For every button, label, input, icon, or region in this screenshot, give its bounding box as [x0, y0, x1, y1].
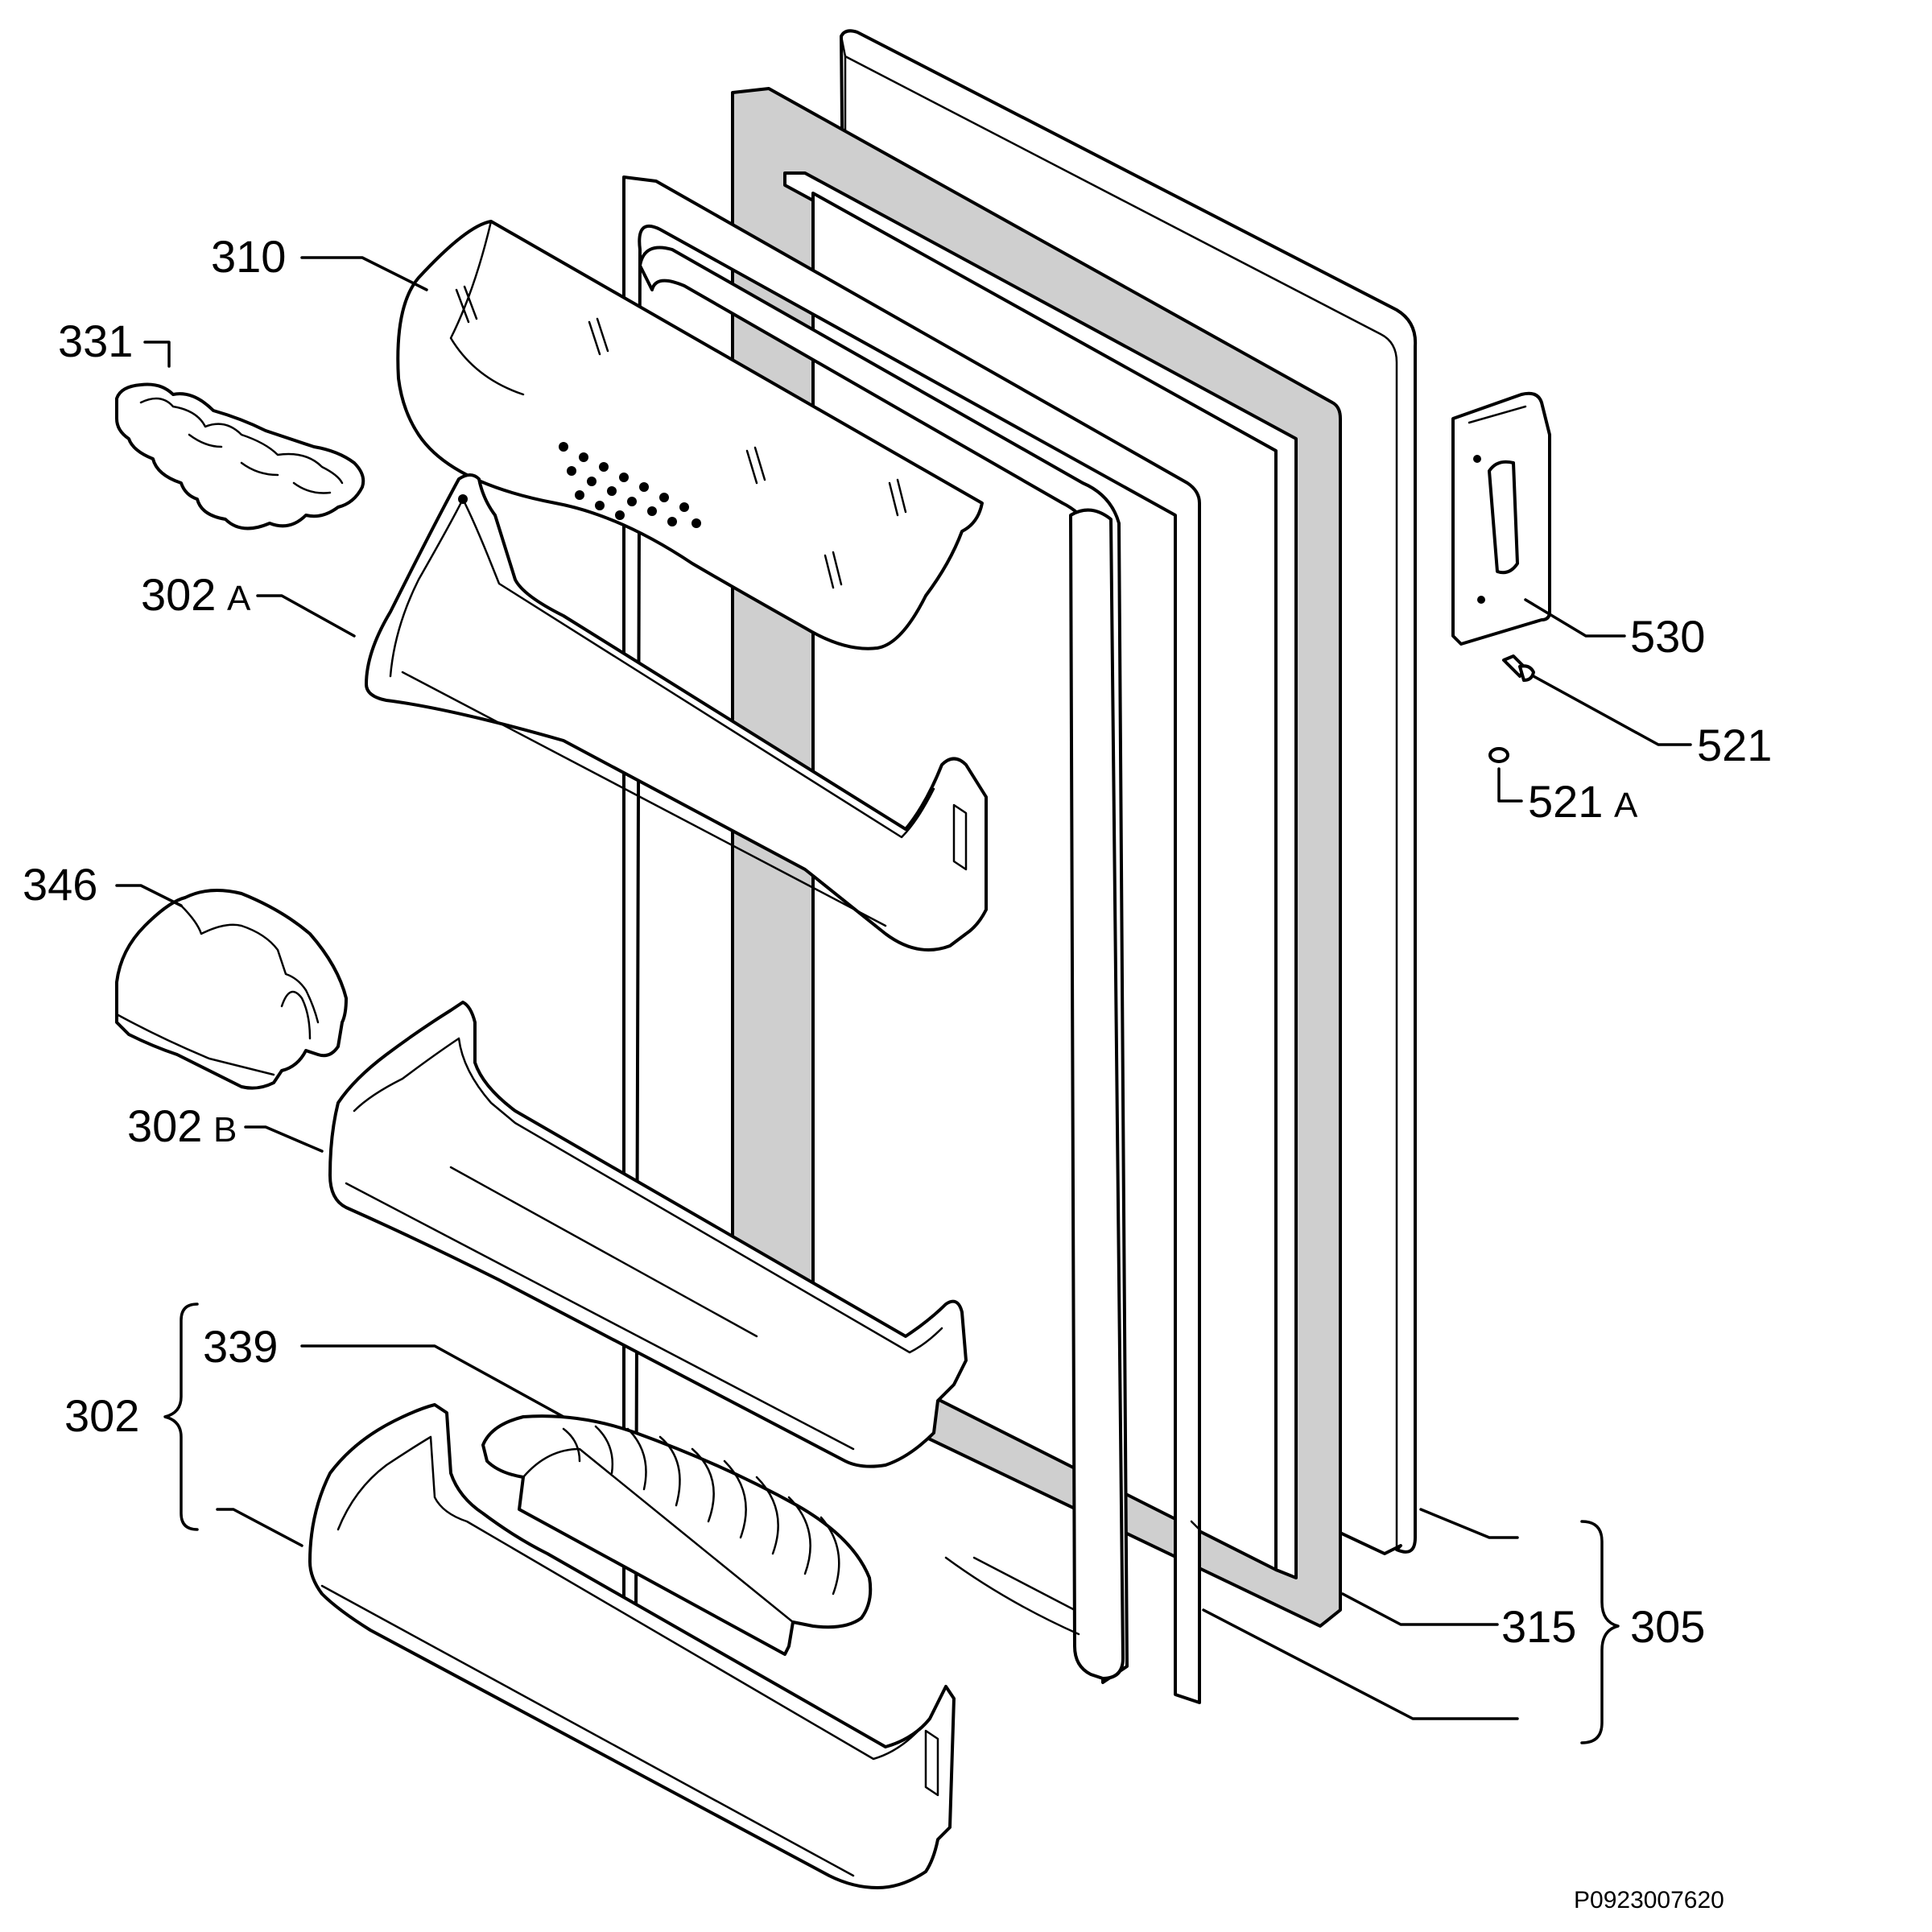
label-302b: 302 [127, 1100, 202, 1151]
divider-ribs [562, 1425, 840, 1596]
label-302: 302 [64, 1390, 139, 1441]
label-305: 305 [1630, 1601, 1705, 1652]
part-labels: 310 331 302 A 346 302 B 339 302 530 521 … [23, 231, 1772, 1652]
label-346: 346 [23, 859, 97, 910]
label-521a: 521 [1528, 776, 1603, 827]
label-331: 331 [58, 316, 133, 366]
label-302b-suffix: B [213, 1110, 237, 1150]
vent-holes [559, 442, 701, 528]
shelf-cover-310 [396, 220, 984, 650]
label-302a: 302 [141, 569, 216, 620]
door-shelf-302 [308, 1403, 956, 1889]
hinge-pin-521 [1502, 654, 1535, 682]
label-310: 310 [211, 231, 286, 282]
door-shelf-302b [328, 1001, 968, 1468]
brace-305 [1580, 1520, 1620, 1744]
label-339: 339 [203, 1321, 278, 1372]
label-302a-suffix: A [227, 579, 251, 618]
bottle-divider-339 [481, 1414, 873, 1656]
door-handle-530 [1451, 391, 1551, 646]
brace-302 [163, 1302, 199, 1531]
egg-tray-331 [115, 382, 365, 530]
drawing-code: P0923007620 [1574, 1887, 1724, 1913]
label-521: 521 [1697, 720, 1772, 770]
label-315: 315 [1501, 1601, 1576, 1652]
dairy-cover-346 [115, 889, 348, 1090]
label-521a-suffix: A [1614, 786, 1638, 825]
label-530: 530 [1630, 611, 1705, 662]
door-inner-liner [622, 175, 1201, 1704]
door-shelf-302a [365, 473, 988, 952]
washer-521a [1488, 747, 1509, 763]
leader-lines [115, 256, 1692, 1720]
